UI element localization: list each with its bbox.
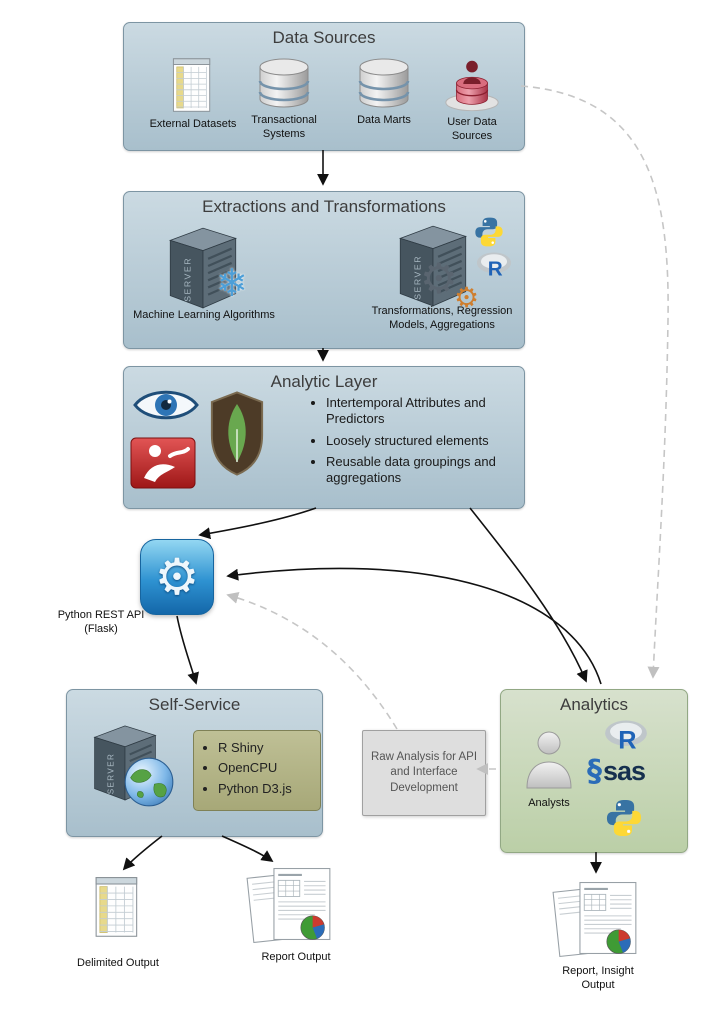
sas-logo: § sas [587,754,646,789]
arrow-selfservice-to-report [221,835,274,863]
sas-swirl-icon: § [587,754,602,789]
transactional-systems-item: Transactional Systems [238,57,330,142]
python-icon [475,217,503,247]
analysts-label: Analysts [528,797,570,809]
data-marts-item: Data Marts [338,57,430,128]
python-icon [606,800,642,836]
rest-api-label-line1: Python REST API [57,609,145,621]
gear-icon: ⚙ [154,548,200,606]
analytic-layer-box: Analytic Layer Intertemporal Attributes … [123,366,525,509]
analyst-person-icon [526,731,572,789]
bullet-reusable-groupings: Reusable data groupings and aggregations [326,454,530,487]
extractions-box: Extractions and Transformations ❄ Machin… [123,191,525,349]
arrow-analytic-to-analytics [469,507,588,683]
r-logo-icon [605,720,647,753]
user-database-icon [445,60,499,112]
report-output-icon [246,867,331,944]
gear-icon: ⚙ [420,254,458,303]
data-marts-label: Data Marts [357,114,411,126]
red-ninja-icon [130,437,196,489]
rest-api-gear-icon: ⚙ [140,539,214,615]
raw-analysis-label: Raw Analysis for API and Interface Devel… [370,750,478,794]
delimited-output-label: Delimited Output [77,957,159,969]
snowflake-icon: ❄ [216,261,248,305]
data-sources-title: Data Sources [272,28,376,47]
user-data-sources-item: User Data Sources [426,57,518,144]
bullet-intertemporal: Intertemporal Attributes and Predictors [326,395,530,428]
analytic-layer-title: Analytic Layer [270,372,378,391]
self-service-title: Self-Service [148,695,241,714]
r-logo-icon [476,252,512,279]
arrow-analytics-to-restapi [226,567,602,685]
sas-logo-text: sas [603,756,646,786]
arrow-restapi-to-selfservice [176,615,199,685]
analytics-title: Analytics [559,695,629,714]
eye-icon [133,390,199,420]
bullet-r-shiny: R Shiny [218,740,312,756]
bullet-loosely-structured: Loosely structured elements [326,433,530,449]
database-icon [258,57,310,109]
transactional-systems-label: Transactional Systems [251,114,317,140]
mongodb-icon [210,391,264,476]
extractions-title: Extractions and Transformations [202,197,446,216]
external-datasets-item: External Datasets [147,57,239,132]
spreadsheet-icon [172,58,211,112]
rest-api-label: Python REST API (Flask) [46,608,156,637]
database-icon [358,57,410,109]
self-service-bullets: R Shiny OpenCPU Python D3.js [200,740,312,797]
bullet-opencpu: OpenCPU [218,760,312,776]
arrow-selfservice-to-delimited [122,835,163,871]
report-insight-output-icon [552,881,637,958]
external-datasets-label: External Datasets [149,118,237,130]
arrow-analytic-to-restapi [198,507,317,540]
report-output-label: Report Output [261,951,331,963]
analytics-box: Analytics Analysts § sas [500,689,688,853]
delimited-output-icon [95,877,138,937]
globe-icon [124,757,174,807]
gear-icon: ⚙ [454,281,480,314]
bullet-python-d3: Python D3.js [218,781,312,797]
user-data-sources-label: User Data Sources [447,116,497,142]
rest-api-label-line2: (Flask) [84,623,118,636]
self-service-box: Self-Service R Shiny OpenCPU Python D3.j… [66,689,323,837]
ml-algorithms-label: Machine Learning Algorithms [133,309,275,321]
report-insight-output-label: Report, Insight Output [562,965,634,992]
data-sources-box: Data Sources External Datasets Transacti… [123,22,525,151]
dashed-arrow-userdata-to-analytics [520,85,669,679]
self-service-tools-panel: R Shiny OpenCPU Python D3.js [193,730,321,811]
raw-analysis-box: Raw Analysis for API and Interface Devel… [362,730,486,816]
analytic-layer-bullets: Intertemporal Attributes and Predictors … [310,395,530,491]
transformations-label: Transformations, Regression Models, Aggr… [371,305,513,332]
